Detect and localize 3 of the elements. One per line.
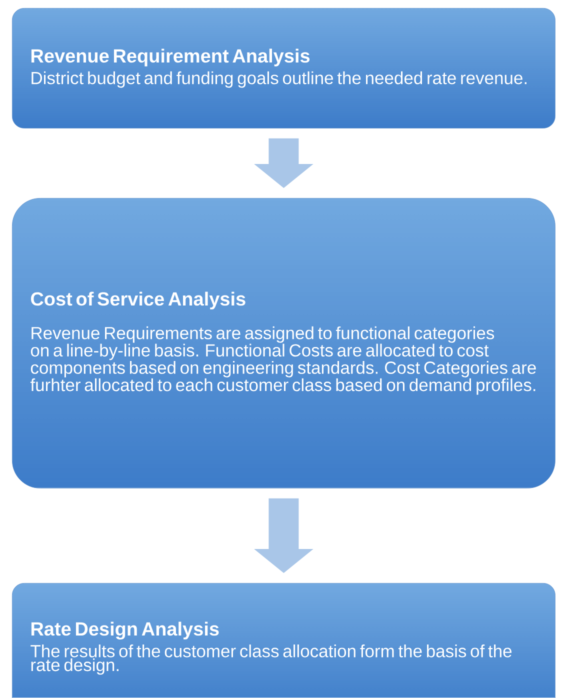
process-box: Revenue Requirement Analysis District budget and funding goals outline the needed rate revenue. bbox=[12, 8, 556, 128]
process-box: Rate Design Analysis The results of the customer class allocation form the basis of the rate design. bbox=[12, 583, 556, 698]
process-box: Cost of Service Analysis Revenue Requirements are assigned to functional categories on a line-by-line basis. Functional Costs are allocated to cost components based on engineering standards. Cost Categories are furhter allocated to each customer class based on demand profiles. bbox=[12, 198, 556, 488]
